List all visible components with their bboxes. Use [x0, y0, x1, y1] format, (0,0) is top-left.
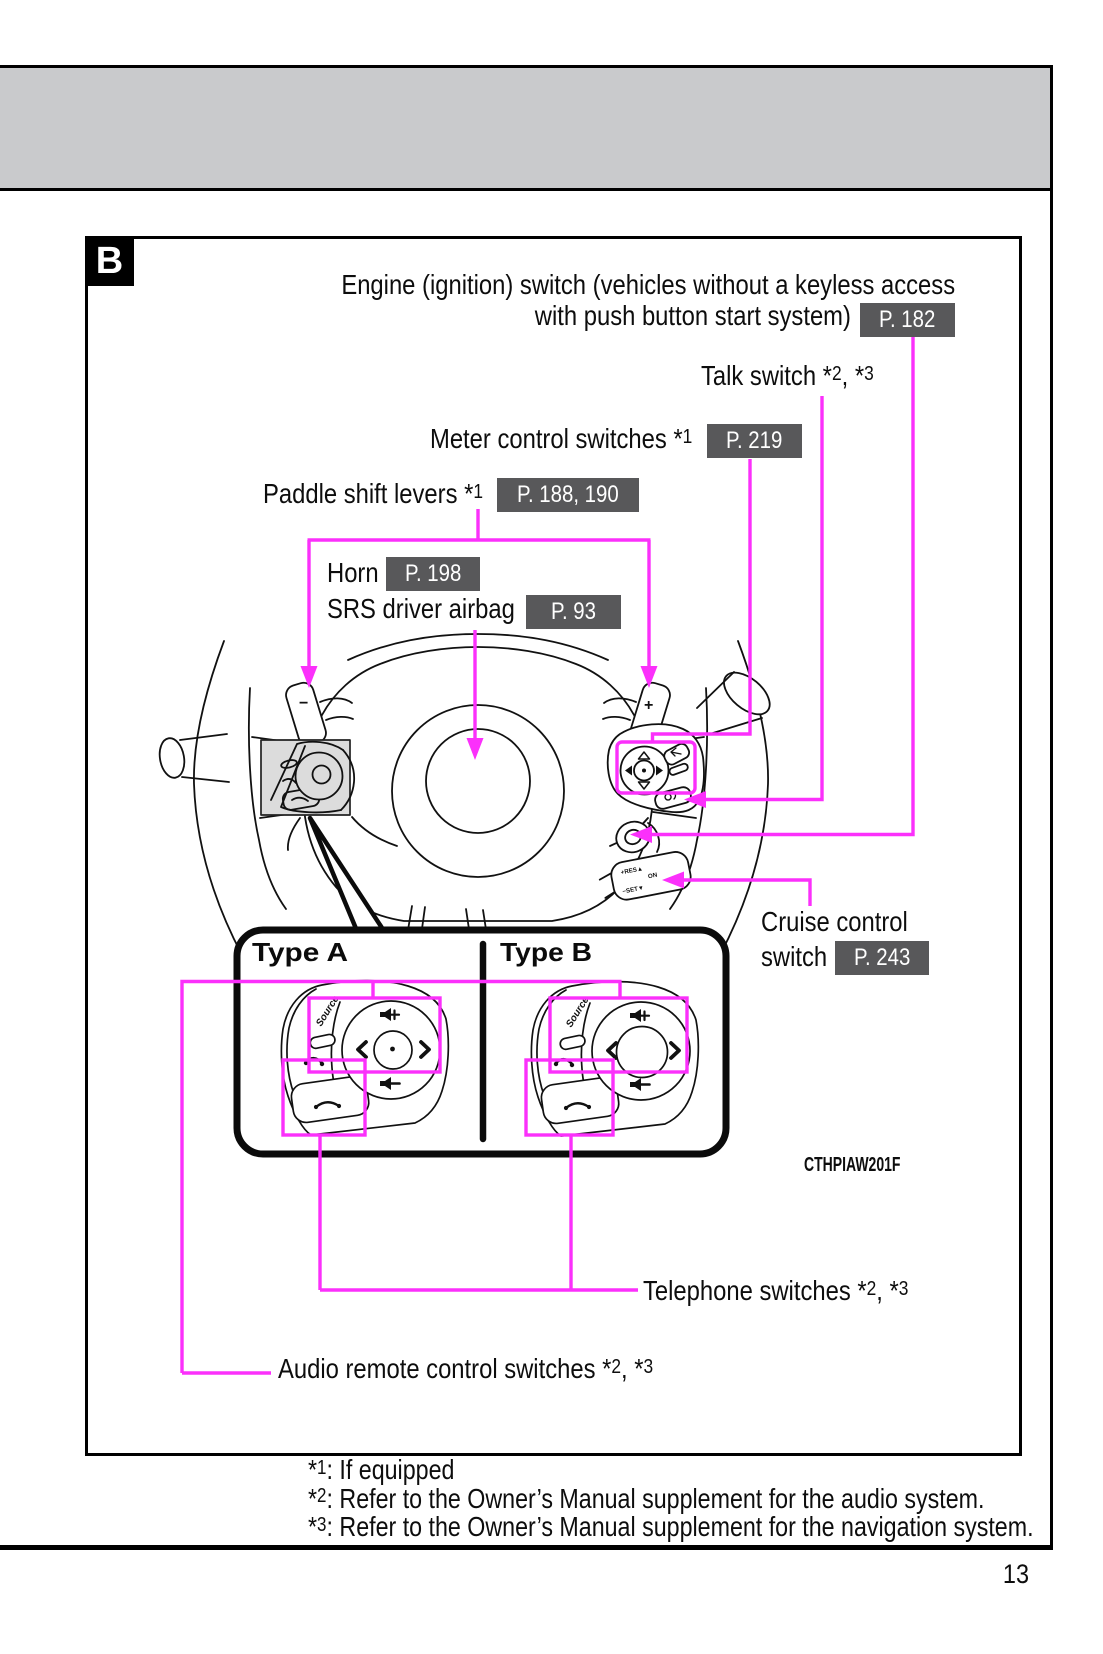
type-b-pad — [529, 979, 701, 1138]
label-cruise-line1: Cruise control — [761, 906, 908, 937]
svg-text:ON: ON — [647, 872, 658, 881]
callout-arrowheads — [300, 666, 706, 889]
wheel-rim-top-outer — [347, 633, 609, 661]
arrow-srs — [466, 738, 484, 760]
callout-audio — [180, 979, 622, 1375]
type-b-label: Type B — [500, 937, 592, 967]
footnote-3: *3: Refer to the Owner’s Manual suppleme… — [308, 1511, 1034, 1543]
section-b-label: B — [95, 239, 124, 282]
left-stalk-lines — [179, 733, 230, 783]
svg-text:−SET▼: −SET▼ — [622, 884, 645, 895]
pad-arrow-up — [637, 751, 651, 760]
left-thumb-curves — [287, 816, 398, 851]
callout-talk — [703, 396, 824, 802]
pad-arrow-left — [625, 765, 632, 776]
meter-control-pad — [606, 723, 705, 814]
page-number: 13 — [1002, 1559, 1029, 1589]
left-stalk-cap — [158, 737, 186, 779]
page-ref-219: P. 219 — [707, 424, 802, 458]
arrow-engine — [630, 826, 652, 843]
arrow-paddle-left — [300, 666, 318, 688]
figure-code: CTHPIAW201F — [804, 1154, 901, 1176]
callout-engine — [650, 337, 915, 837]
audio-rect-type-a — [307, 996, 442, 1074]
right-page-rule — [1050, 191, 1053, 1549]
audio-rect-type-b — [548, 996, 689, 1074]
small-pill — [668, 762, 689, 776]
phone-rect-type-a — [281, 1058, 367, 1137]
paddle-minus-label: − — [299, 695, 308, 712]
hub-inner-circle — [425, 728, 531, 834]
type-a-pad — [279, 978, 451, 1137]
page-ref-188-190: P. 188, 190 — [497, 478, 639, 512]
label-audio: Audio remote control switches *2, *3 — [278, 1353, 654, 1384]
right-paddle-mount — [602, 697, 637, 721]
bottom-page-rule — [0, 1545, 1053, 1550]
page-ref-182: P. 182 — [860, 303, 955, 337]
right-stalk-cap — [723, 671, 771, 716]
callout-lines — [180, 337, 915, 1375]
arrow-cruise — [662, 871, 684, 889]
label-engine-line1: Engine (ignition) switch (vehicles witho… — [341, 269, 955, 300]
wheel-rim-left-inner — [247, 687, 287, 910]
pad-arrow-right — [656, 765, 663, 776]
footnote-1: *1: If equipped — [308, 1454, 455, 1485]
page-ref-198: P. 198 — [386, 557, 480, 591]
left-paddle-mount — [319, 697, 354, 721]
label-engine-line2: with push button start system) — [534, 300, 851, 331]
callout-paddle — [307, 509, 651, 667]
label-meter: Meter control switches *1 — [430, 423, 693, 454]
meter-target-rect — [615, 740, 697, 795]
cruise-markings: +RES▲ ON −SET▼ — [620, 865, 658, 895]
header-bar — [0, 65, 1053, 191]
page-ref-93: P. 93 — [526, 595, 621, 629]
left-pad-box — [260, 739, 356, 816]
label-telephone: Telephone switches *2, *3 — [643, 1275, 909, 1306]
bottom-spoke-lines — [406, 905, 488, 937]
wheel-rim-left-outer — [193, 640, 243, 956]
label-srs: SRS driver airbag — [327, 593, 515, 624]
label-horn: Horn — [327, 557, 379, 588]
back-button — [663, 742, 691, 766]
footnotes: *1: If equipped *2: Refer to the Owner’s… — [308, 1454, 1034, 1543]
arrow-talk — [684, 791, 706, 808]
cruise-control-stalk — [598, 851, 692, 901]
callout-telephone — [318, 1135, 638, 1292]
right-stalk-lines — [696, 671, 763, 734]
svg-text:+RES▲: +RES▲ — [620, 865, 643, 876]
callout-cruise — [680, 878, 812, 906]
arrow-paddle-right — [640, 666, 658, 688]
hub-outer-circle — [391, 704, 565, 878]
callout-meter — [650, 459, 752, 742]
footnote-2: *2: Refer to the Owner’s Manual suppleme… — [308, 1482, 985, 1514]
label-paddle: Paddle shift levers *1 — [263, 478, 484, 509]
section-b-badge: B — [85, 236, 134, 286]
type-a-label: Type A — [252, 937, 348, 967]
back-arrow-icon — [670, 747, 682, 757]
pad-arrow-down — [637, 781, 651, 790]
page-ref-243: P. 243 — [835, 941, 929, 975]
paddle-plus-label: + — [644, 697, 653, 714]
label-cruise-line2: switch — [761, 941, 828, 972]
figure-box — [85, 236, 1022, 1456]
label-talk-switch: Talk switch *2, *3 — [701, 360, 874, 391]
